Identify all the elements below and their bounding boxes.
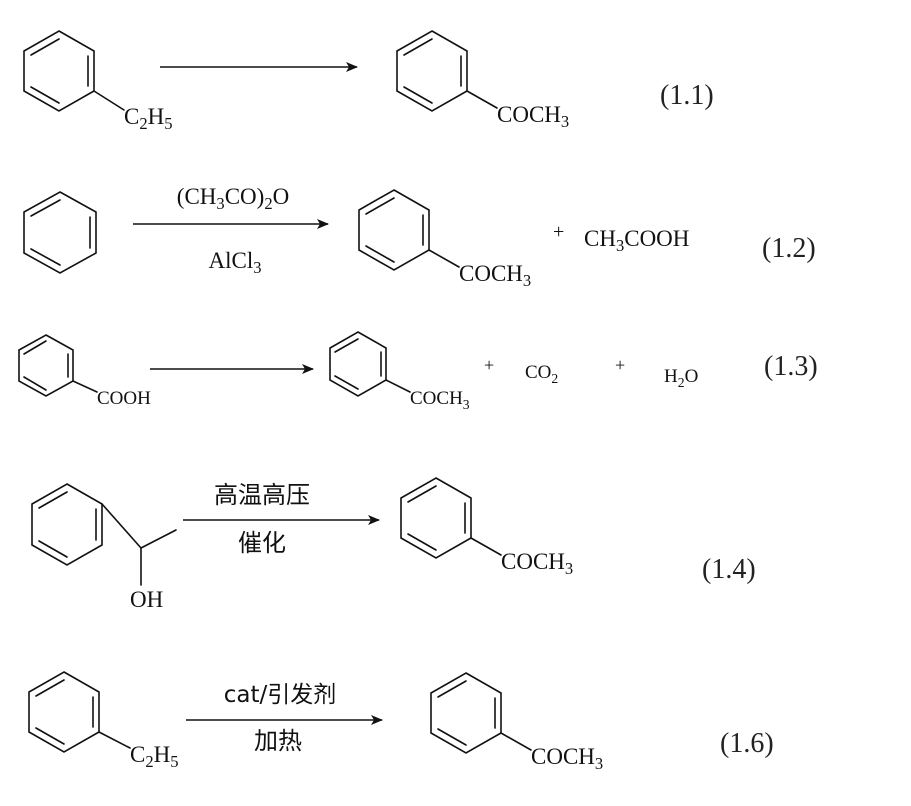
acetophenone-structure: COCH3 bbox=[400, 477, 573, 578]
byproduct-formula-h2o: H2O bbox=[664, 366, 698, 390]
reaction-1-4: OH 高温高压 催化 COCH3 (1.4) bbox=[31, 477, 756, 612]
plus-sign: + bbox=[553, 221, 564, 243]
acetophenone-structure: COCH3 bbox=[358, 189, 531, 290]
equation-number: (1.4) bbox=[702, 554, 756, 585]
product-substituent-label: COCH3 bbox=[459, 261, 531, 290]
reactant-substituent-label: COOH bbox=[97, 388, 151, 409]
ethylbenzene-structure: C2H5 bbox=[28, 671, 179, 771]
reactant-substituent-label: C2H5 bbox=[130, 742, 179, 771]
plus-sign: + bbox=[615, 355, 625, 375]
ethylbenzene-structure: C2H5 bbox=[23, 30, 173, 133]
product-substituent-label: COCH3 bbox=[410, 388, 470, 412]
acetophenone-structure: COCH3 bbox=[430, 672, 603, 773]
benzene-structure bbox=[23, 191, 97, 274]
condition-below-arrow: 催化 bbox=[238, 529, 286, 557]
reaction-1-1: C2H5 COCH3 (1.1) bbox=[23, 30, 714, 133]
1-phenylethanol-structure: OH bbox=[31, 483, 177, 612]
equation-number: (1.3) bbox=[764, 351, 818, 382]
hydroxyl-label: OH bbox=[130, 587, 163, 612]
catalyst-above-arrow: cat/引发剂 bbox=[224, 682, 337, 708]
product-substituent-label: COCH3 bbox=[531, 744, 603, 773]
product-substituent-label: COCH3 bbox=[497, 102, 569, 131]
equation-number: (1.1) bbox=[660, 80, 714, 111]
reaction-1-3: COOH COCH3 + CO2 + H2O (1.3) bbox=[18, 331, 818, 412]
condition-below-arrow: 加热 bbox=[254, 727, 302, 755]
byproduct-formula: CH3COOH bbox=[584, 226, 689, 255]
reaction-1-2: (CH3CO)2O AlCl3 COCH3 + CH3COOH (1.2) bbox=[23, 184, 816, 290]
plus-sign: + bbox=[484, 355, 494, 375]
condition-above-arrow: 高温高压 bbox=[214, 481, 310, 509]
equation-number: (1.6) bbox=[720, 728, 774, 759]
acetophenone-structure: COCH3 bbox=[396, 30, 569, 131]
equation-number: (1.2) bbox=[762, 233, 816, 264]
product-substituent-label: COCH3 bbox=[501, 549, 573, 578]
catalyst-below-arrow: AlCl3 bbox=[208, 248, 261, 277]
reagent-above-arrow: (CH3CO)2O bbox=[177, 184, 289, 213]
reaction-1-6: C2H5 cat/引发剂 加热 COCH3 (1.6) bbox=[28, 671, 774, 773]
reactant-substituent-label: C2H5 bbox=[124, 104, 173, 133]
acetophenone-structure: COCH3 bbox=[329, 331, 470, 412]
byproduct-formula-co2: CO2 bbox=[525, 362, 558, 386]
benzoic-acid-structure: COOH bbox=[18, 334, 151, 409]
